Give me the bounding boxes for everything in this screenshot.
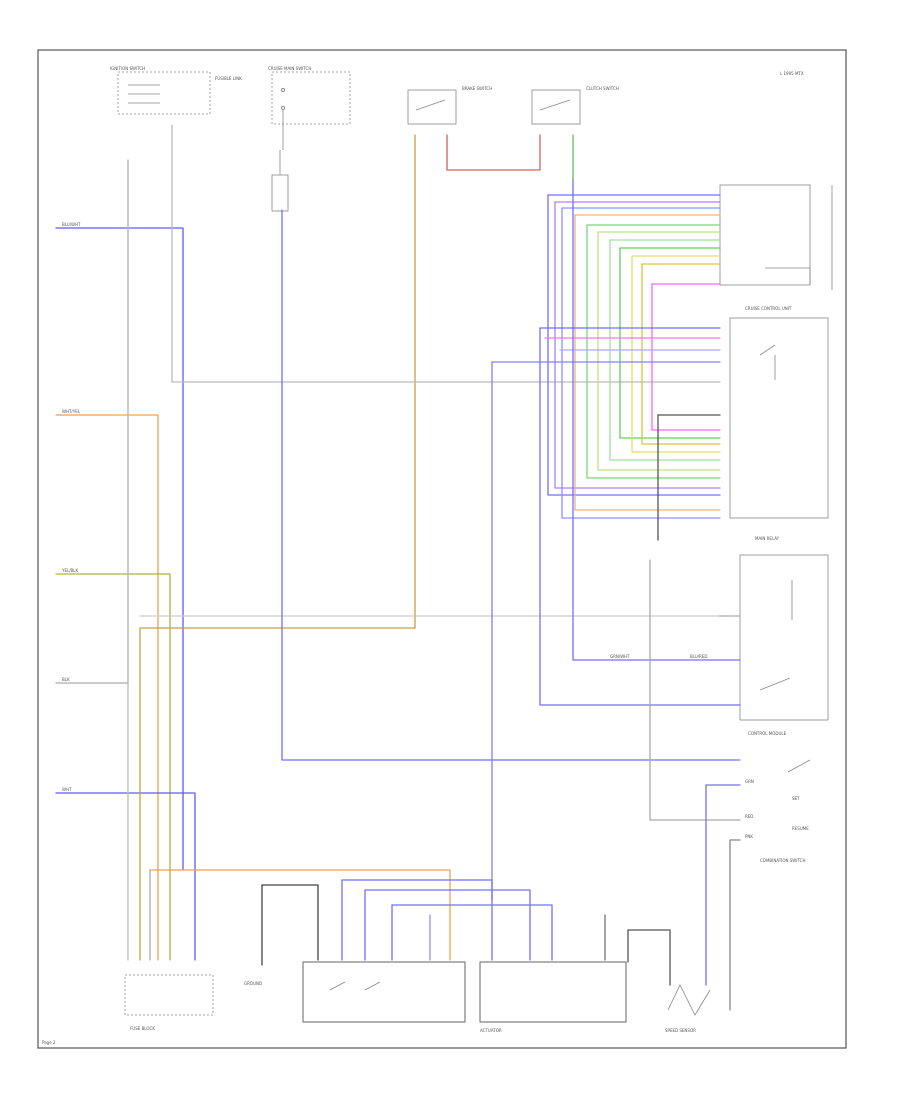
actuator-label: ACTUATOR [480,1028,502,1033]
bottom-switch-box [302,961,466,1023]
speed-sensor-label: SPEED SENSOR [665,1028,696,1033]
brake-switch-label: BRAKE SWITCH [462,86,492,91]
wire-label-red: RED [745,814,753,819]
actuator-box [479,961,627,1023]
wire-label-grn: GRN [745,779,754,784]
clutch-switch-label: CLUTCH SWITCH [586,86,619,91]
wire-blue-2 [55,792,196,961]
wire-label-blu-wht: BLU/WHT [62,222,81,227]
wire-label-yel-blk: YEL/BLK [61,568,79,573]
cruise-control-unit-label: CRUISE CONTROL UNIT [745,306,792,311]
wire-yellow-green [55,573,171,961]
main-relay-label: MAIN RELAY [755,536,780,541]
wire-label-pnk: PNK [745,834,753,839]
wire-label-wht: WHT [62,787,72,792]
brake-switch-box [407,89,457,125]
upper-connector-stubs [547,194,721,285]
resume-switch-label: RESUME [792,826,809,831]
wire-label-wht-yel: WHT/YEL [62,409,81,414]
corner-code: L 1995 MTX [780,71,804,76]
wire-blue-main [281,209,741,761]
wire-label-blk: BLK [62,677,70,682]
wire-blue-1 [55,227,184,871]
diagram-frame [37,49,847,1049]
fuse-block-box [124,974,214,1016]
main-relay-box [739,554,829,721]
fuse-block-label: FUSE BLOCK [130,1026,155,1031]
main-switch-connector [271,174,289,212]
wire-black [55,159,129,684]
set-switch-label: SET [792,796,800,801]
ground-label: GROUND [244,981,262,986]
fusible-link-label: FUSIBLE LINK [215,76,242,81]
cruise-main-switch-box [271,71,351,125]
wire-label-grn-wht: GRN/WHT [610,654,630,659]
combination-switch-label: COMBINATION SWITCH [760,858,805,863]
harness-wires [547,194,721,519]
wire-red-loop [446,134,541,171]
wire-orange [55,414,159,961]
cruise-control-unit-box [729,317,829,519]
cruise-main-switch-label: CRUISE MAIN SWITCH [268,66,311,71]
ignition-switch-label: IGNITION SWITCH [110,66,145,71]
page-label: Page 2 [42,1040,56,1045]
ignition-switch-box [117,71,211,115]
control-module-label: CONTROL MODULE [748,731,787,736]
clutch-switch-box [531,89,581,125]
wire-label-blu-red: BLU/RED [690,654,707,659]
upper-connector-block [719,184,811,286]
